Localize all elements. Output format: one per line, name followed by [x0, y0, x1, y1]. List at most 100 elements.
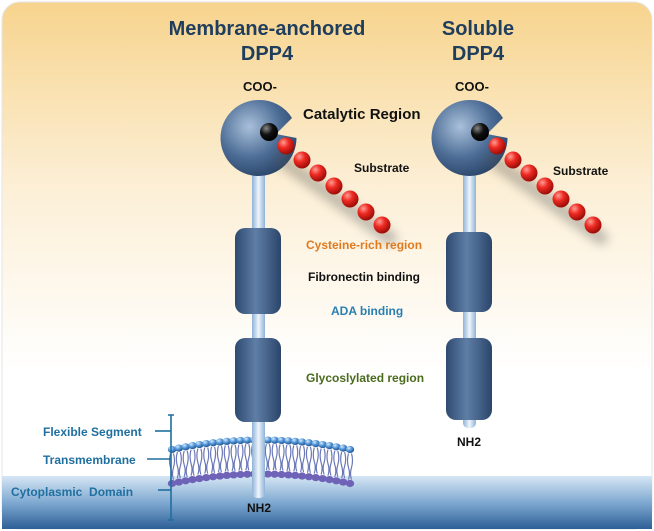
lipid-tail	[340, 451, 347, 479]
lipid-tail	[312, 447, 319, 474]
lipid-head	[208, 439, 218, 447]
lipid-tail	[237, 444, 244, 471]
lipid-head	[291, 437, 300, 446]
lipid-head	[208, 473, 218, 481]
lipid-tail	[319, 448, 326, 475]
substrate-bead	[552, 190, 570, 208]
lipid-head	[174, 444, 184, 452]
active-site-bead-soluble	[471, 123, 489, 141]
lipid-head	[277, 470, 286, 479]
lipid-head	[304, 439, 314, 447]
lipid-tail	[292, 445, 299, 472]
nh2-label-anchored: NH2	[247, 501, 271, 515]
lipid-head	[167, 445, 177, 454]
lipid-tail	[203, 447, 210, 474]
membrane-anchored-title-line1: Membrane-anchored	[169, 18, 366, 40]
lipid-head	[338, 478, 348, 486]
lipid-head	[270, 436, 279, 444]
flexible-segment-label: Flexible Segment	[43, 425, 142, 439]
glycosylated-domain	[235, 338, 281, 422]
soluble-dpp4	[431, 99, 608, 428]
lipid-head	[304, 473, 314, 481]
lipid-tail	[285, 444, 292, 472]
substrate-bead	[488, 137, 506, 155]
cytoplasmic-domain-label: Cytoplasmic Domain	[11, 485, 133, 499]
nh2-label-soluble: NH2	[457, 435, 481, 449]
lipid-tail	[298, 445, 306, 473]
lipid-head	[332, 443, 341, 451]
lipid-head	[325, 476, 334, 484]
lipid-head	[284, 471, 293, 479]
lipid-tail	[196, 448, 203, 475]
lipid-head	[297, 472, 307, 480]
lipid-head	[174, 478, 184, 486]
lipid-tail	[271, 444, 278, 471]
lipid-tail	[189, 449, 196, 476]
substrate-bead	[277, 137, 295, 155]
substrate-bead	[341, 190, 359, 208]
lipid-head	[243, 436, 252, 444]
lipid-head	[318, 474, 327, 483]
substrate-bead	[309, 164, 327, 182]
substrate-bead	[293, 151, 311, 169]
lipid-head	[263, 470, 273, 478]
lipid-head	[284, 437, 293, 445]
substrate-bead	[584, 216, 602, 234]
lipid-head	[277, 436, 286, 445]
lipid-tail	[333, 450, 340, 477]
lipid-head	[188, 476, 197, 484]
ada-binding-label: ADA binding	[331, 304, 403, 318]
transmembrane-label: Transmembrane	[43, 453, 136, 467]
soluble-title-line1: Soluble	[442, 18, 514, 40]
lipid-tail	[182, 450, 189, 477]
lipid-tail	[244, 444, 251, 471]
lipid-tail	[216, 445, 224, 473]
substrate-bead	[504, 151, 522, 169]
lipid-head	[318, 440, 327, 449]
lipid-head	[195, 474, 204, 483]
substrate-bead	[536, 177, 554, 195]
lipid-head	[236, 470, 245, 479]
lipid-head	[181, 443, 190, 451]
substrate-label-anchored: Substrate	[354, 161, 410, 175]
lipid-tail	[264, 443, 271, 471]
substrate-bead	[325, 177, 343, 195]
glycosylated-region-label: Glycoslylated region	[306, 371, 424, 385]
lipid-head	[222, 437, 231, 446]
lipid-bilayer	[167, 430, 355, 494]
lipid-head	[243, 470, 252, 478]
active-site-bead-anchored	[260, 123, 278, 141]
substrate-shadow-anchored	[275, 153, 397, 245]
soluble-upper-domain	[446, 232, 492, 312]
membrane-anchored-title-line2: DPP4	[241, 43, 294, 65]
fibronectin-binding-label: Fibronectin binding	[308, 270, 420, 284]
lipid-tail	[175, 451, 182, 479]
lipid-tail	[209, 446, 217, 473]
cysteine-rich-label: Cysteine-rich region	[306, 238, 422, 252]
lipid-head	[311, 439, 320, 448]
substrate-bead	[357, 203, 375, 221]
substrate-bead	[568, 203, 586, 221]
coo-label-anchored: COO-	[243, 79, 277, 94]
lipid-head	[236, 436, 245, 445]
lipid-head	[297, 438, 307, 446]
lipid-tail	[230, 444, 237, 472]
substrate-label-soluble: Substrate	[553, 164, 609, 178]
substrate-bead	[520, 164, 538, 182]
cysteine-rich-domain	[235, 228, 281, 314]
transmembrane-stalk	[252, 430, 265, 494]
lipid-tail	[278, 444, 285, 471]
lipid-head	[202, 439, 211, 448]
lipid-head	[311, 473, 320, 482]
lipid-head	[167, 479, 177, 488]
lipid-head	[325, 442, 334, 450]
lipid-head	[263, 436, 273, 444]
coo-label-soluble: COO-	[455, 79, 489, 94]
substrate-shadow-soluble	[486, 153, 608, 245]
lipid-head	[222, 471, 231, 480]
lipid-tail	[326, 449, 333, 476]
substrate-bead	[373, 216, 391, 234]
